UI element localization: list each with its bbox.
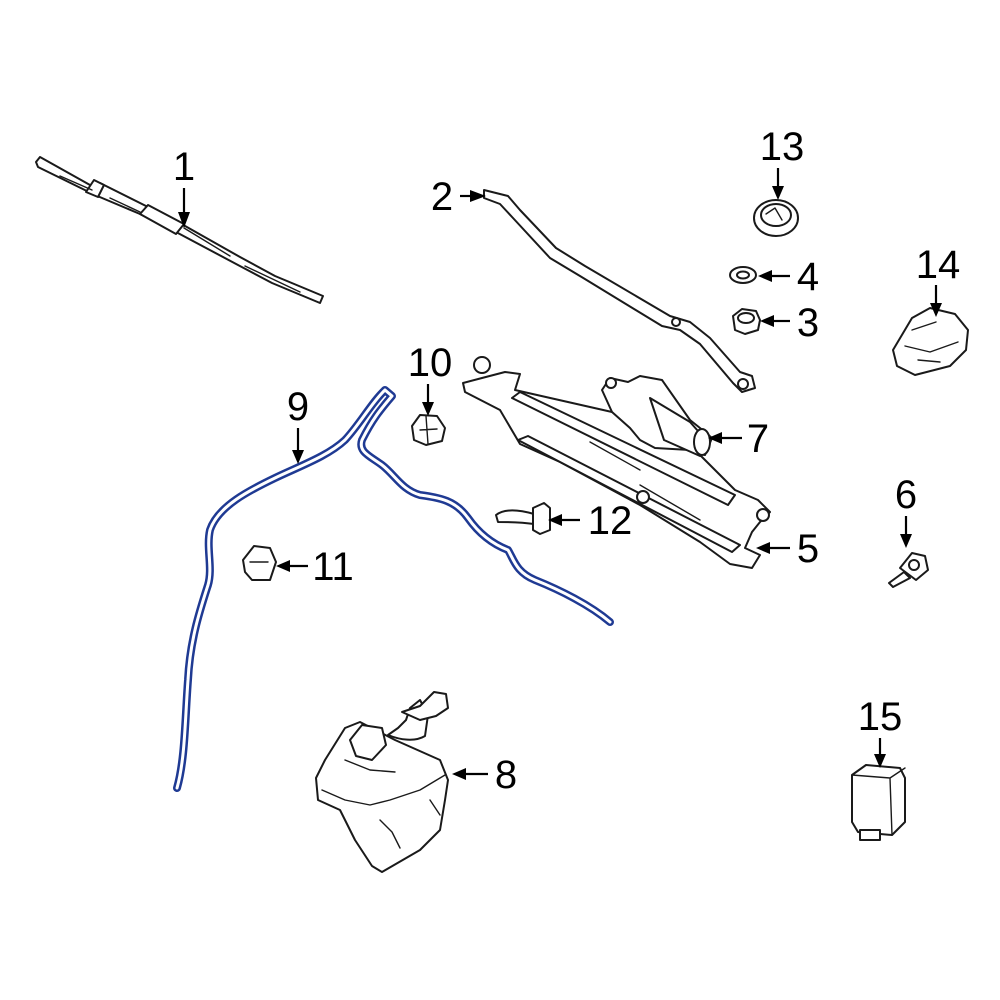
callout-3: 3	[797, 301, 819, 345]
arrowhead-1	[178, 212, 190, 228]
arrowhead-9	[292, 450, 304, 464]
callout-12: 12	[588, 499, 633, 543]
callout-6: 6	[895, 473, 917, 517]
part-7-motor[interactable]	[601, 375, 713, 457]
callout-1: 1	[173, 145, 195, 189]
callout-9: 9	[287, 385, 309, 429]
arrowhead-7	[708, 432, 722, 444]
part-15-relay[interactable]	[851, 764, 906, 841]
part-10-nut[interactable]	[411, 414, 446, 446]
leader-lines	[178, 168, 942, 780]
arrowhead-14	[930, 303, 942, 317]
arrowhead-2	[470, 190, 486, 202]
part-13-cap[interactable]	[753, 199, 799, 237]
arrowhead-13	[772, 186, 784, 200]
callout-4: 4	[797, 255, 819, 299]
part-12-connector[interactable]	[495, 502, 551, 535]
callout-15: 15	[858, 695, 903, 739]
part-6-clip[interactable]	[888, 552, 929, 588]
callout-11: 11	[312, 545, 354, 589]
part-3-nut[interactable]	[732, 308, 761, 335]
arrowhead-11	[276, 560, 290, 572]
callout-2: 2	[431, 175, 453, 219]
arrowhead-15	[874, 754, 886, 768]
part-9-washer-hose[interactable]	[173, 386, 614, 792]
part-11-bumper[interactable]	[242, 545, 277, 581]
part-8-reservoir[interactable]	[315, 691, 449, 873]
arrowhead-4	[758, 270, 772, 282]
arrowhead-10	[422, 402, 434, 416]
part-1-wiper-blade[interactable]	[35, 156, 324, 304]
callout-14: 14	[916, 243, 961, 287]
callout-10: 10	[408, 341, 453, 385]
callout-5: 5	[797, 527, 819, 571]
part-5-linkage[interactable]	[462, 356, 771, 569]
part-14-cover[interactable]	[892, 307, 969, 376]
part-2-wiper-arm[interactable]	[483, 189, 756, 393]
arrowhead-5	[756, 542, 770, 554]
callout-8: 8	[495, 753, 517, 797]
arrowhead-8	[452, 768, 466, 780]
arrowhead-6	[900, 534, 912, 548]
arrowhead-12	[548, 514, 562, 526]
callout-labels: 1 2 3 4 5 6 7 8 9 10 11 12 13 14 15	[173, 125, 960, 797]
callout-7: 7	[747, 417, 769, 461]
part-4-washer[interactable]	[729, 266, 757, 284]
arrowhead-3	[760, 315, 774, 327]
callout-13: 13	[760, 125, 805, 169]
